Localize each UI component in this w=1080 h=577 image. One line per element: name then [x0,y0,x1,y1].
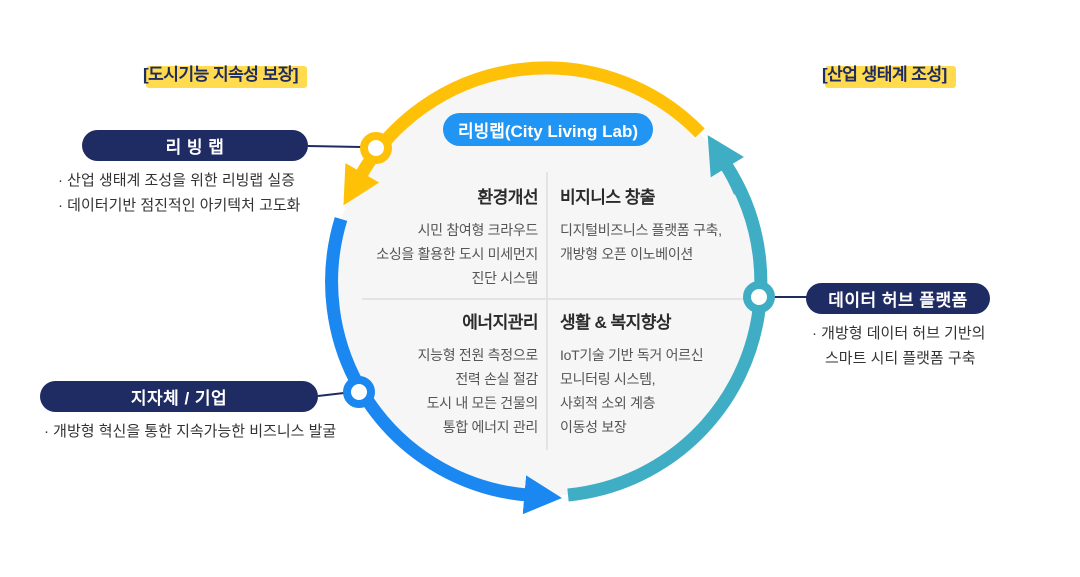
cycle-arc-yellow [343,61,705,206]
label-industry-ecosystem-text: [산업 생태계 조성] [822,60,956,88]
node-living-lab [360,132,392,164]
center-badge-living-lab: 리빙랩(City Living Lab) [443,113,653,146]
quadrant-energy: 에너지관리 지능형 전원 측정으로 전력 손실 절감 도시 내 모든 건물의 통… [300,312,539,439]
quadrant-business-body: 디지털비즈니스 플랫폼 구축, 개방형 오픈 이노베이션 [560,222,722,262]
node-municipality [343,376,375,408]
label-industry-ecosystem: [산업 생태계 조성] [822,60,956,88]
note-municipality: · 개방형 혁신을 통한 지속가능한 비즈니스 발굴 [44,419,336,444]
note-living-lab-line-2: · 데이터기반 점진적인 아키텍처 고도화 [58,197,301,214]
quadrant-environment-title: 환경개선 [477,188,538,207]
quadrant-energy-title: 에너지관리 [462,313,538,332]
node-datahub [743,281,775,313]
quadrant-welfare-body: IoT기술 기반 독거 어르신 모니터링 시스템, 사회적 소외 계층 이동성 … [560,347,704,435]
note-municipality-line-1: · 개방형 혁신을 통한 지속가능한 비즈니스 발굴 [44,423,337,440]
quadrant-energy-body: 지능형 전원 측정으로 전력 손실 절감 도시 내 모든 건물의 통합 에너지 … [417,347,539,435]
note-living-lab: · 산업 생태계 조성을 위한 리빙랩 실증 · 데이터기반 점진적인 아키텍처… [58,168,300,218]
inner-circle [332,68,760,496]
connector-municipality [317,392,345,397]
quadrant-environment: 환경개선 시민 참여형 크라우드 소싱을 활용한 도시 미세먼지 진단 시스템 [300,187,538,290]
pill-living-lab: 리 빙 랩 [82,130,308,161]
quadrant-business-title: 비지니스 창출 [560,188,656,207]
connector-living-lab [307,145,362,148]
quadrant-environment-body: 시민 참여형 크라우드 소싱을 활용한 도시 미세먼지 진단 시스템 [376,222,538,286]
cycle-arrow-teal-icon [707,135,746,195]
pill-municipality: 지자체 / 기업 [40,381,318,412]
quadrant-business: 비지니스 창출 디지털비즈니스 플랫폼 구축, 개방형 오픈 이노베이션 [560,187,800,266]
note-datahub: · 개방형 데이터 허브 기반의 스마트 시티 플랫폼 구축 [812,321,985,371]
cycle-arc-teal [567,161,768,502]
note-datahub-line-2: 스마트 시티 플랫폼 구축 [825,350,976,367]
label-city-sustainability: [도시기능 지속성 보장] [143,60,308,88]
quadrant-welfare: 생활 & 복지향상 IoT기술 기반 독거 어르신 모니터링 시스템, 사회적 … [560,312,800,439]
pill-datahub: 데이터 허브 플랫폼 [806,283,990,314]
note-living-lab-line-1: · 산업 생태계 조성을 위한 리빙랩 실증 [58,172,296,189]
note-datahub-line-1: · 개방형 데이터 허브 기반의 [812,325,986,342]
quadrant-welfare-title: 생활 & 복지향상 [560,313,672,332]
label-city-sustainability-text: [도시기능 지속성 보장] [143,60,308,88]
